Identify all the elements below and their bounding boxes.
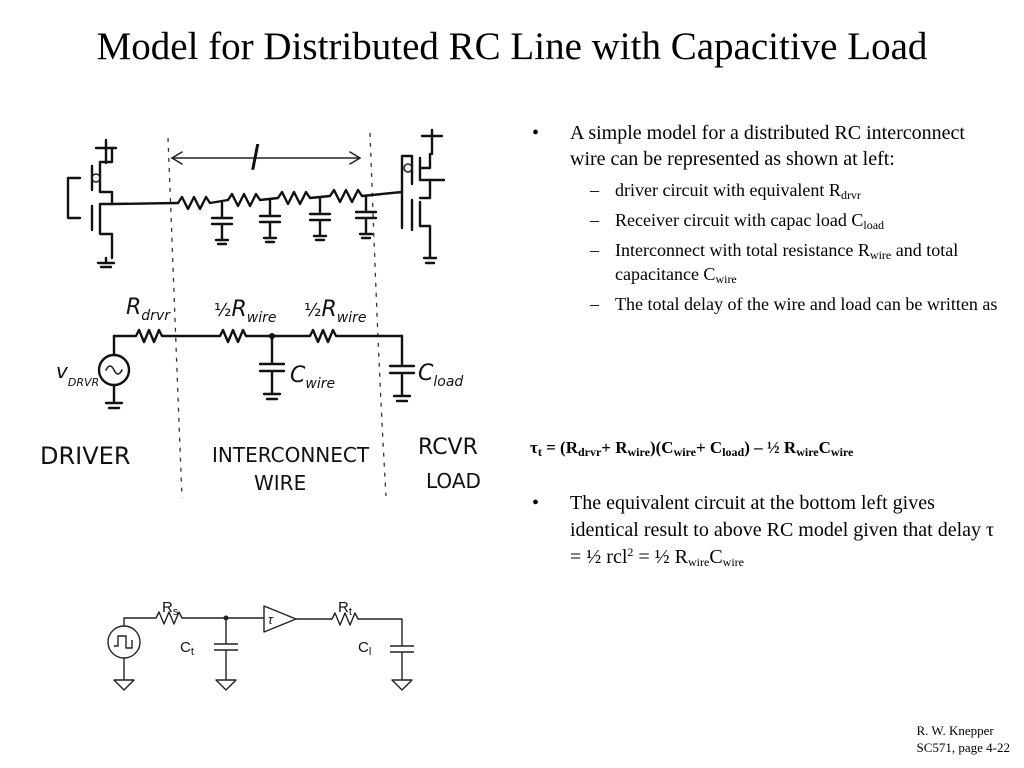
bullet-dot: • bbox=[532, 122, 540, 144]
rt-label: Rt bbox=[338, 599, 352, 618]
bullet-dot: • bbox=[532, 492, 540, 514]
bullet-item: • A simple model for a distributed RC in… bbox=[532, 122, 965, 170]
slide-footer: R. W. Knepper SC571, page 4-22 bbox=[916, 722, 1010, 756]
distributed-resistors bbox=[176, 188, 404, 211]
rs-label: Rs bbox=[162, 599, 179, 618]
half-rwire-label-2: ½Rwire bbox=[304, 297, 366, 326]
dash-mark: – bbox=[590, 180, 599, 200]
sub-bullet-item: – Receiver circuit with capac load Cload bbox=[590, 210, 885, 232]
sub-bullet-item: – Interconnect with total resistance Rwi… bbox=[590, 240, 959, 286]
driver-label: DRIVER bbox=[40, 442, 131, 470]
cload-label: Cload bbox=[418, 361, 463, 390]
distributed-capacitors bbox=[210, 194, 378, 246]
tau-buffer-label: τ bbox=[268, 612, 274, 627]
lumped-model bbox=[97, 328, 416, 410]
author-line: R. W. Knepper bbox=[916, 723, 994, 738]
length-label: l bbox=[250, 139, 260, 179]
driver-transistors bbox=[66, 138, 118, 269]
equivalent-circuit: Rs Ct τ Rt Cl bbox=[107, 599, 414, 691]
receiver-transistors bbox=[400, 128, 446, 265]
rcvr-label: RCVR bbox=[418, 435, 478, 460]
interconnect-label: INTERCONNECT bbox=[212, 443, 370, 467]
dash-mark: – bbox=[590, 294, 599, 314]
cwire-label: Cwire bbox=[290, 363, 335, 392]
half-rwire-label-1: ½Rwire bbox=[214, 297, 276, 326]
bullet-item-equivalent: • The equivalent circuit at the bottom l… bbox=[532, 492, 995, 569]
page-line: SC571, page 4-22 bbox=[916, 740, 1010, 755]
delay-equation: τt = (Rdrvr+ Rwire)(Cwire+ Cload) – ½ Rw… bbox=[530, 438, 854, 459]
cl-label: Cl bbox=[358, 639, 371, 658]
wire-label: WIRE bbox=[254, 471, 306, 495]
dash-mark: – bbox=[590, 240, 599, 260]
vdrvr-label: vDRVR bbox=[56, 359, 99, 389]
ct-label: Ct bbox=[180, 639, 194, 658]
slide-title: Model for Distributed RC Line with Capac… bbox=[96, 25, 928, 68]
rdrvr-label: Rdrvr bbox=[126, 295, 171, 324]
bullet-list: • A simple model for a distributed RC in… bbox=[532, 120, 1002, 316]
rc-line-sketch: l bbox=[40, 128, 481, 499]
dash-mark: – bbox=[590, 210, 599, 230]
sub-bullet-item: – The total delay of the wire and load c… bbox=[590, 294, 998, 314]
load-label: LOAD bbox=[426, 469, 481, 493]
sub-bullet-item: – driver circuit with equivalent Rdrvr bbox=[590, 180, 861, 202]
